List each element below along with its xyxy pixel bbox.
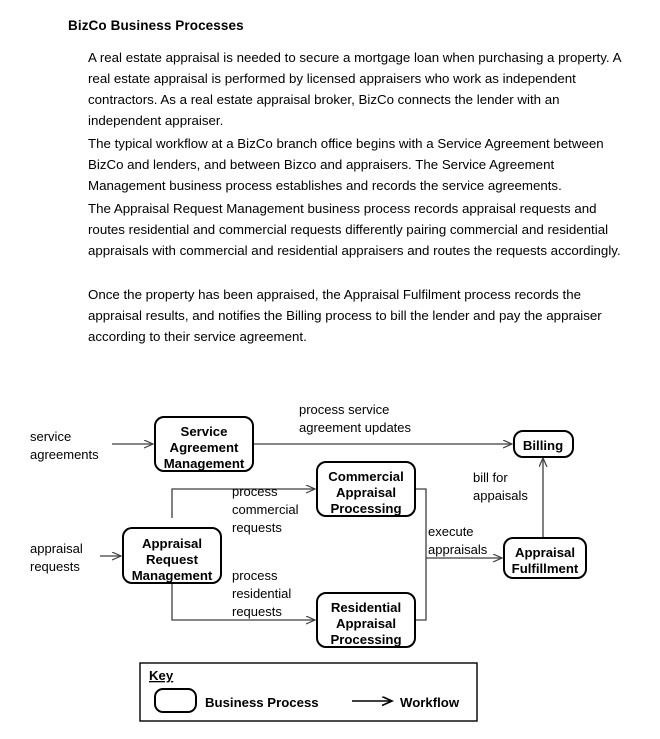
svg-text:agreements: agreements: [30, 447, 99, 462]
connector-arm-to-residential: [171, 583, 315, 620]
paragraph-1: A real estate appraisal is needed to sec…: [88, 50, 621, 128]
svg-text:requests: requests: [232, 520, 282, 535]
connector-processing-to-fulfillment: [415, 488, 502, 621]
svg-text:Appraisal: Appraisal: [336, 485, 396, 500]
edge-label-process-commercial-requests: process commercial requests: [232, 484, 299, 535]
business-process-diagram: service agreements appraisal requests pr…: [0, 390, 660, 739]
svg-text:process: process: [232, 484, 278, 499]
svg-text:Management: Management: [132, 568, 213, 583]
svg-text:Fulfillment: Fulfillment: [512, 561, 579, 576]
edge-label-process-service-agreement-updates: process service agreement updates: [299, 402, 412, 435]
svg-text:Service: Service: [181, 424, 228, 439]
svg-text:Appraisal: Appraisal: [336, 616, 396, 631]
paragraph-3: The Appraisal Request Management busines…: [88, 201, 621, 258]
svg-text:commercial: commercial: [232, 502, 299, 517]
svg-text:bill for: bill for: [473, 470, 508, 485]
svg-text:process: process: [232, 568, 278, 583]
node-commercial-appraisal-processing[interactable]: Commercial Appraisal Processing: [316, 461, 416, 517]
svg-text:Agreement: Agreement: [170, 440, 239, 455]
svg-text:agreement updates: agreement updates: [299, 420, 412, 435]
node-residential-appraisal-processing[interactable]: Residential Appraisal Processing: [316, 592, 416, 648]
page-title: BizCo Business Processes: [68, 18, 244, 33]
paragraph-2: The typical workflow at a BizCo branch o…: [88, 136, 604, 193]
input-label-service-agreements: service agreements: [30, 429, 99, 462]
svg-text:residential: residential: [232, 586, 291, 601]
paragraph-4: Once the property has been appraised, th…: [88, 287, 602, 344]
svg-text:Residential: Residential: [331, 600, 401, 615]
node-service-agreement-management[interactable]: Service Agreement Management: [154, 416, 254, 472]
edge-label-process-residential-requests: process residential requests: [232, 568, 291, 619]
svg-text:appraisals: appraisals: [428, 542, 488, 557]
node-billing[interactable]: Billing: [513, 430, 574, 458]
svg-text:service: service: [30, 429, 71, 444]
svg-text:appraisal: appraisal: [30, 541, 83, 556]
svg-text:requests: requests: [30, 559, 80, 574]
svg-text:Management: Management: [164, 456, 245, 471]
key-workflow-label: Workflow: [400, 695, 460, 710]
svg-text:Processing: Processing: [330, 632, 401, 647]
svg-text:execute: execute: [428, 524, 474, 539]
key-business-process-label: Business Process: [205, 695, 319, 710]
svg-text:Appraisal: Appraisal: [515, 545, 575, 560]
node-appraisal-request-management[interactable]: Appraisal Request Management: [122, 527, 222, 584]
svg-text:appaisals: appaisals: [473, 488, 528, 503]
svg-text:Appraisal: Appraisal: [142, 536, 202, 551]
svg-text:requests: requests: [232, 604, 282, 619]
input-label-appraisal-requests: appraisal requests: [30, 541, 83, 574]
svg-text:process service: process service: [299, 402, 389, 417]
svg-text:Processing: Processing: [330, 501, 401, 516]
connector-arm-to-commercial: [171, 489, 315, 518]
svg-text:Billing: Billing: [523, 438, 563, 453]
edge-label-execute-appraisals: execute appraisals: [428, 524, 488, 557]
svg-text:Request: Request: [146, 552, 199, 567]
diagram-key: Key Business Process Workflow: [139, 662, 478, 722]
svg-text:Commercial: Commercial: [328, 469, 404, 484]
edge-label-bill-for-appaisals: bill for appaisals: [473, 470, 528, 503]
key-title: Key: [149, 668, 174, 683]
node-appraisal-fulfillment[interactable]: Appraisal Fulfillment: [503, 537, 587, 579]
key-business-process-shape: [154, 688, 197, 713]
